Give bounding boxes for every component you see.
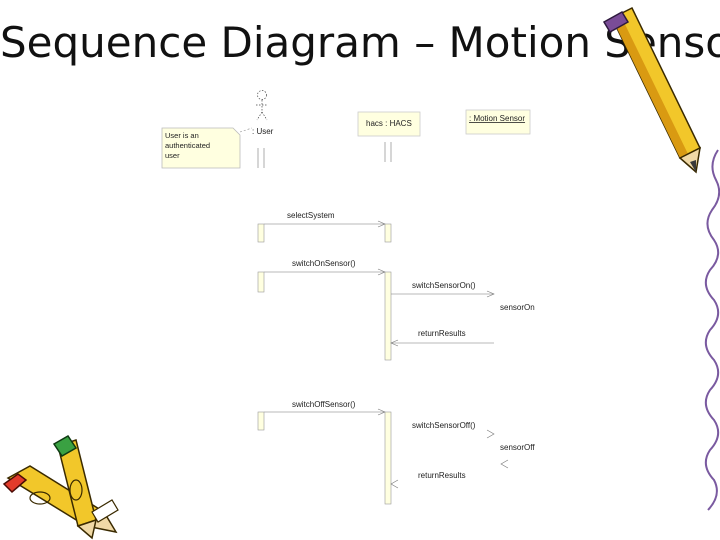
message-switch-sensor-off: switchSensorOff() <box>412 421 495 439</box>
actor-user-label: : User <box>252 127 274 136</box>
message-switch-sensor-on: switchSensorOn() <box>391 281 495 298</box>
pencils-bottom-left-icon <box>2 435 119 540</box>
lifelines <box>257 142 392 168</box>
note-line-2: authenticated <box>165 141 210 150</box>
message-return-results-1-label: returnResults <box>418 329 466 338</box>
object-motion-sensor-label: : Motion Sensor <box>469 114 525 123</box>
object-hacs: hacs : HACS <box>357 111 421 137</box>
slide-title: Sequence Diagram – Motion Sensor <box>0 18 720 67</box>
message-select-system-label: selectSystem <box>287 211 335 220</box>
note-box: User is an authenticated user <box>161 127 241 169</box>
message-switch-on-label: switchOnSensor() <box>292 259 356 268</box>
message-switch-sensor-off-label: switchSensorOff() <box>412 421 476 430</box>
message-return-results-2-label: returnResults <box>418 471 466 480</box>
note-line-3: user <box>165 151 180 160</box>
object-hacs-label: hacs : HACS <box>366 119 412 128</box>
decorative-border-right <box>704 149 720 511</box>
message-switch-sensor-on-label: switchSensorOn() <box>412 281 476 290</box>
note-anchor <box>239 127 253 133</box>
message-sensor-on-label: sensorOn <box>500 303 535 312</box>
message-select-system: selectSystem <box>257 211 392 243</box>
note-line-1: User is an <box>165 131 199 140</box>
message-sensor-off-label: sensorOff <box>500 443 535 452</box>
message-switch-off-label: switchOffSensor() <box>292 400 356 409</box>
message-sensor-off: sensorOff <box>500 443 535 469</box>
message-switch-on: switchOnSensor() <box>257 259 392 361</box>
pencil-top-right-icon <box>602 6 701 174</box>
message-return-results-2: returnResults <box>390 471 466 489</box>
message-return-results-1: returnResults <box>390 329 494 347</box>
message-sensor-on: sensorOn <box>500 303 535 312</box>
user-actor-icon <box>256 90 268 121</box>
object-motion-sensor: : Motion Sensor <box>465 109 531 135</box>
message-switch-off: switchOffSensor() <box>257 400 392 505</box>
